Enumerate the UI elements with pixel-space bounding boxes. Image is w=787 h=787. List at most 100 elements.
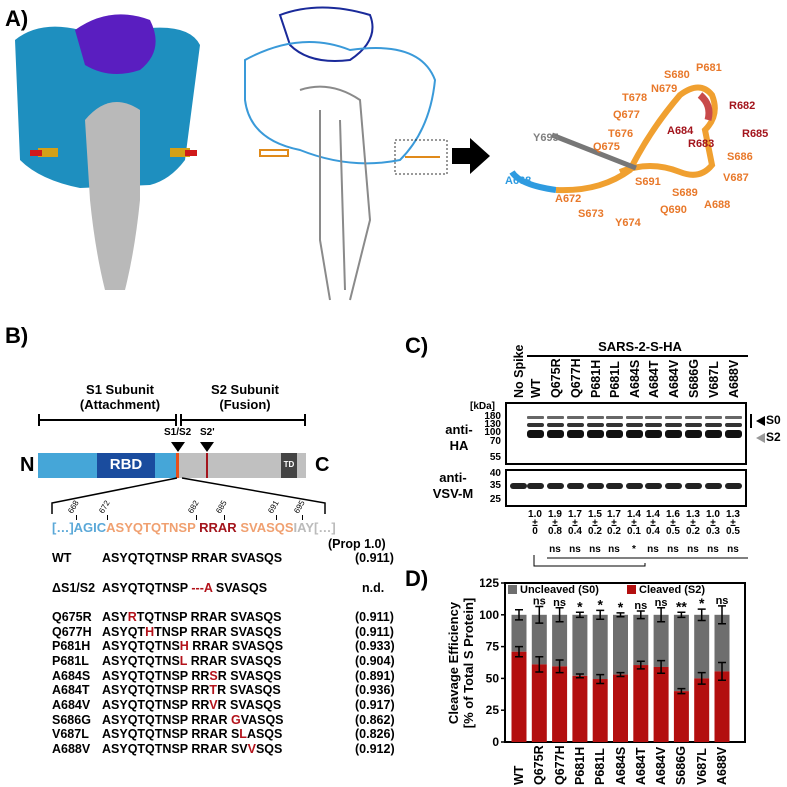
residue-label: T678: [622, 92, 648, 104]
ratio-value: 1.4±0.1: [624, 510, 644, 537]
s0-band-lower: [567, 423, 584, 427]
variant-sequence: ASYQTQTNSP RRSR SVASQS: [102, 669, 281, 683]
ylabel-line1: Cleavage Efficiency: [446, 601, 461, 725]
ratio-pm: ±: [690, 517, 696, 529]
variant-sequence: ASYQTQTNSP RRVR SVASQS: [102, 698, 281, 712]
anti-vsvm-label: anti-VSV-M: [428, 470, 478, 502]
ratio-sd: 0.1: [627, 526, 641, 537]
bar-cleaved: [653, 666, 669, 742]
variant-name: A684T: [52, 683, 90, 697]
ratio-m: 1.7: [607, 509, 621, 520]
legend-swatch-cleaved: [627, 585, 636, 594]
lane-label: P681L: [608, 361, 622, 398]
lane-label: Q675R: [549, 358, 563, 398]
seq-part: ASY: [102, 610, 128, 624]
ratio-sd: 0.4: [568, 526, 582, 537]
s0-band-lower: [725, 423, 742, 427]
mutated-residue: T: [209, 683, 218, 697]
kda-unit: [kDa]: [470, 401, 496, 412]
bar-uncleaved: [572, 614, 588, 676]
s2-band: [527, 430, 544, 438]
variant-sequence: ASYQTQTNSP RRAR SVASQS: [102, 551, 282, 565]
ratio-pm: ±: [730, 517, 736, 529]
seq-part: ASYQTQTNSP RRAR SV: [102, 742, 248, 756]
error-bar: [616, 612, 625, 618]
mutated-residue: H: [145, 625, 155, 639]
seq-orange1: ASYQTQTNSP: [106, 520, 196, 535]
ratio-sd: 0.4: [646, 526, 660, 537]
residue-label: Q675: [593, 141, 620, 153]
ratio-sd: 0.5: [666, 526, 680, 537]
mutated-residue: G: [230, 713, 241, 727]
ratio-m: 1.4: [646, 509, 660, 520]
bar-uncleaved: [531, 614, 547, 665]
ratio-m: 1.5: [588, 509, 602, 520]
vsvm-band: [606, 483, 623, 489]
bar-uncleaved: [613, 614, 628, 675]
prop-header: (Prop 1.0): [328, 537, 386, 551]
ratio-m: 1.0: [706, 509, 720, 520]
significance-label: ns: [549, 544, 561, 555]
residue-label: S680: [664, 69, 690, 81]
error-bar: [718, 661, 726, 682]
significance-mark: ns: [533, 596, 546, 608]
seq-part: R SVASQS: [217, 698, 282, 712]
bar-cleaved: [673, 691, 689, 742]
western-blots: [505, 402, 747, 507]
s0-band-upper: [606, 416, 623, 419]
s0-band-upper: [527, 416, 544, 419]
residue-label: A672: [555, 193, 582, 205]
lane-label: P681H: [589, 359, 603, 398]
error-bar: [535, 605, 544, 624]
ratio-value: 1.7±0.4: [565, 510, 585, 537]
seq-part: ASYQTQTNSP RR: [102, 683, 210, 697]
s0-band-upper: [587, 416, 604, 419]
residue-label: A668: [505, 175, 532, 187]
seq-part: ASYQTQTNS: [102, 654, 180, 668]
ratio-value: 1.0±0.3: [703, 509, 723, 537]
variant-sequence: ASYQTQTNSH RRAR SVASQS: [102, 639, 283, 653]
significance-label: ns: [569, 544, 581, 555]
y-tick-label: 50: [486, 671, 500, 685]
lane-label: V687L: [707, 361, 721, 398]
significance-mark: ns: [655, 597, 668, 609]
reference-sequence: […]AGICASYQTQTNSP RRAR SVASQSIAY[…]: [52, 521, 336, 535]
s2-subunit-label: S2 Subunit(Fusion): [185, 382, 305, 412]
lane-label: No Spike: [512, 344, 526, 399]
mutated-residue: R: [127, 610, 137, 624]
residue-label: S689: [672, 187, 698, 199]
seq-part: ASQS: [246, 727, 283, 741]
error-bar: [718, 605, 726, 625]
residue-label: Y674: [615, 217, 641, 229]
s0-band-label: S0: [766, 413, 781, 427]
s0-band-lower: [685, 423, 702, 427]
error-bar: [636, 660, 645, 670]
residue-label: A688: [704, 199, 731, 211]
lane-label: A684T: [647, 360, 661, 398]
vsvm-band: [527, 483, 544, 489]
x-tick-label: Q675R: [532, 745, 547, 785]
significance-label: ns: [707, 544, 719, 555]
seq-part: ASYQTQTNS: [102, 639, 180, 653]
panel-c-label: C): [405, 333, 429, 358]
y-tick-label: 0: [492, 735, 499, 749]
s0-band-upper: [665, 416, 682, 419]
significance-label: ns: [667, 544, 679, 555]
seq-part: SQS: [255, 742, 283, 756]
lane-label: WT: [529, 378, 543, 398]
kda-marker: 130: [484, 419, 501, 430]
ylabel-line2: [% of Total S Protein]: [461, 597, 476, 729]
ribbon-model: [244, 6, 448, 301]
band-markers: [750, 414, 765, 443]
vsvm-band: [685, 483, 702, 489]
bar-uncleaved: [653, 614, 669, 667]
position-tick: [76, 515, 77, 520]
s0-band-upper: [645, 416, 662, 419]
variant-name: V687L: [52, 727, 89, 741]
significance-mark: ns: [716, 595, 729, 607]
s2-band: [725, 430, 742, 438]
x-tick-label: S686G: [674, 746, 689, 785]
